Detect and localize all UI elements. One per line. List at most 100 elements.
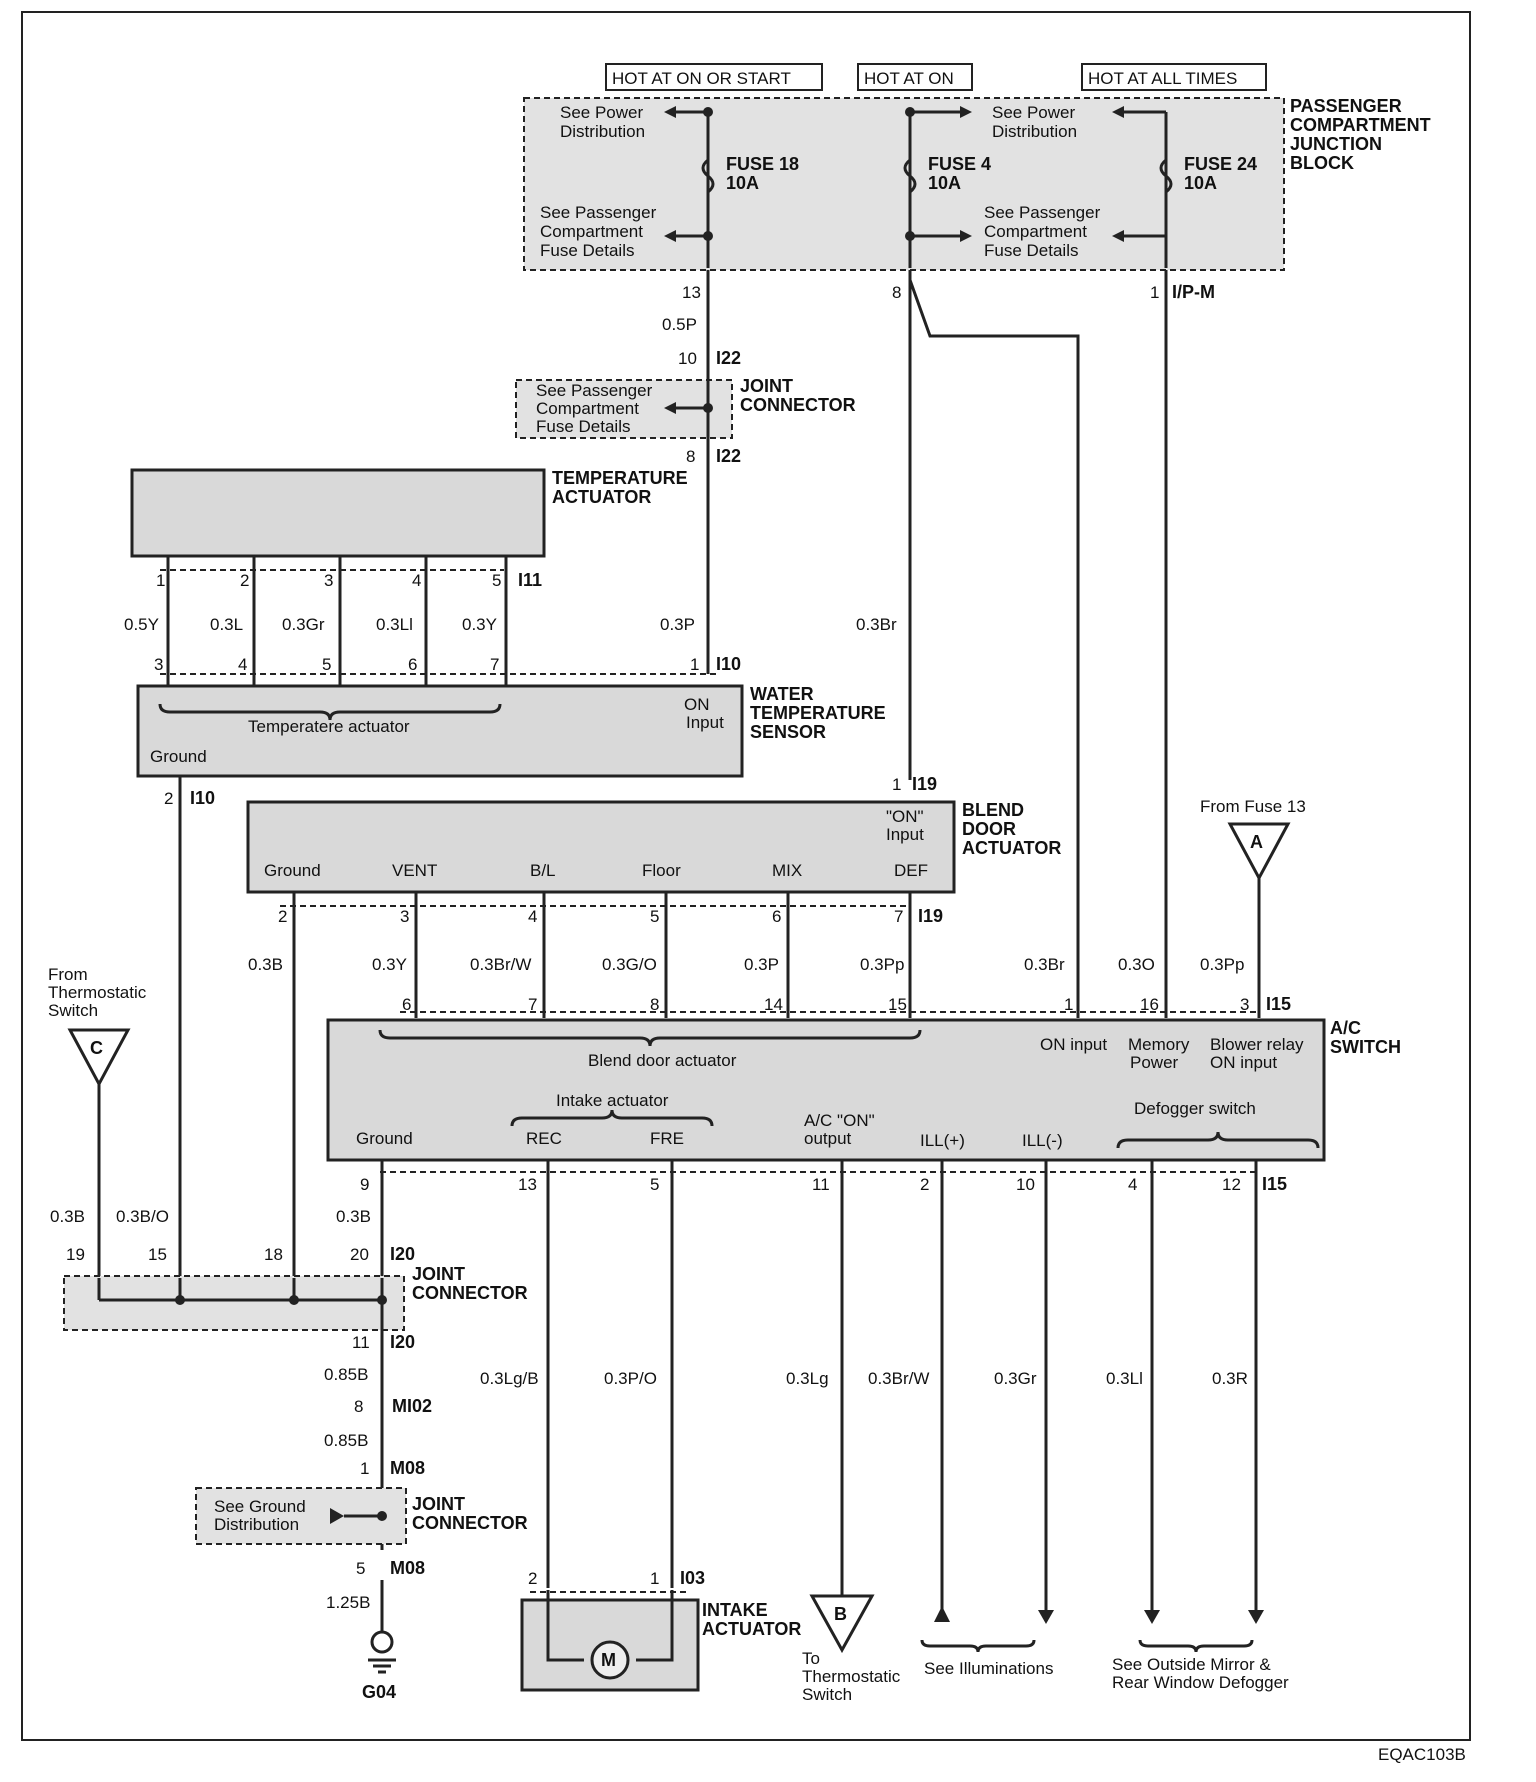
fuse24-amp: 10A [1184, 173, 1217, 193]
ac-pin-5: 5 [650, 1175, 659, 1194]
temp-act-title-a: TEMPERATURE [552, 468, 688, 488]
joint-connector-2 [63, 1275, 405, 1331]
ws-title-a: WATER [750, 684, 814, 704]
ws-temp-label: Temperatere actuator [248, 717, 410, 736]
wire-0.3BrW-label: 0.3Br/W [868, 1369, 929, 1388]
wire-0.3LgB-label: 0.3Lg/B [480, 1369, 539, 1388]
thermo-from-c: Switch [48, 1001, 98, 1020]
jc3-title-a: JOINT [412, 1494, 465, 1514]
diagram-code: EQAC103B [1378, 1745, 1466, 1764]
ac-ill-plus-label: ILL(+) [920, 1131, 965, 1150]
ac-blower-a: Blower relay [1210, 1035, 1304, 1054]
ta-pin-5: 5 [492, 571, 501, 590]
wire-0.3Ll-label: 0.3Ll [376, 615, 413, 634]
pin-1-m08: 1 [360, 1459, 369, 1478]
connector-c-label: C [90, 1038, 103, 1058]
ac-pin-9: 9 [360, 1175, 369, 1194]
see-fuse-1a: See Passenger [540, 203, 657, 222]
ac-pin-4: 4 [1128, 1175, 1137, 1194]
ta-pin-3: 3 [324, 571, 333, 590]
ground-icon [368, 1630, 396, 1674]
see-fuse-1b: Compartment [540, 222, 643, 241]
ws-title-c: SENSOR [750, 722, 826, 742]
fuse18-label: FUSE 18 [726, 154, 799, 174]
ac-pin-1: 1 [1064, 995, 1073, 1014]
jc3-see-b: Distribution [214, 1515, 299, 1534]
jc2-title-a: JOINT [412, 1264, 465, 1284]
to-thermo-a: To [802, 1649, 820, 1668]
jc2-conn-b: I20 [390, 1332, 415, 1352]
ia-title-b: ACTUATOR [702, 1619, 801, 1639]
mirror-brace [1138, 1639, 1254, 1653]
ws-pin-4: 4 [238, 655, 247, 674]
bd-bl: B/L [530, 861, 556, 880]
ac-pin-8: 8 [650, 995, 659, 1014]
ta-conn: I11 [518, 570, 542, 590]
ac-ill-minus-label: ILL(-) [1022, 1131, 1063, 1150]
thermo-from-a: From [48, 965, 88, 984]
see-fuse-2c: Fuse Details [984, 241, 1078, 260]
jc2-pin-15: 15 [148, 1245, 167, 1264]
from-fuse13-label: From Fuse 13 [1200, 797, 1306, 816]
ground-dist-arrow [330, 1508, 344, 1524]
bd-title-c: ACTUATOR [962, 838, 1061, 858]
wire-0.3Pp-mid2: 0.3Pp [1200, 955, 1244, 974]
ta-pin-2: 2 [240, 571, 249, 590]
ac-pin-10: 10 [1016, 1175, 1035, 1194]
ws-pin-6: 6 [408, 655, 417, 674]
conn-m08-b: M08 [390, 1558, 425, 1578]
ac-switch [326, 1018, 1326, 1162]
ac-output-label: output [804, 1129, 852, 1148]
wire-0.3Lg-label: 0.3Lg [786, 1369, 829, 1388]
ta-pin-1: 1 [156, 571, 165, 590]
wire-0.3B-low1: 0.3B [50, 1207, 85, 1226]
conn-ipm: I/P-M [1172, 282, 1215, 302]
ia-pin-1: 1 [650, 1569, 659, 1588]
bd-on-label: "ON" [886, 807, 924, 826]
ia-conn: I03 [680, 1568, 705, 1588]
see-mirror-a: See Outside Mirror & [1112, 1655, 1271, 1674]
jc2-conn-a: I20 [390, 1244, 415, 1264]
ac-pin-11: 11 [812, 1175, 830, 1194]
ground-g04: G04 [362, 1682, 396, 1702]
jc2-pin-20: 20 [350, 1245, 369, 1264]
fuse4-label: FUSE 4 [928, 154, 991, 174]
ac-pin-14: 14 [764, 995, 783, 1014]
wire-0.3Br-mid: 0.3Br [1024, 955, 1065, 974]
motor-icon [590, 1640, 630, 1680]
thermo-from-b: Thermostatic [48, 983, 147, 1002]
pin-8-mi02: 8 [354, 1397, 363, 1416]
blend-door-wires [292, 892, 912, 1278]
wire-0.3O-mid: 0.3O [1118, 955, 1155, 974]
ac-title-b: SWITCH [1330, 1037, 1401, 1057]
hot-on-start-box [605, 63, 823, 91]
conn-m08-a: M08 [390, 1458, 425, 1478]
temperature-actuator [130, 468, 546, 558]
ta-pin-4: 4 [412, 571, 421, 590]
ac-blower-b: ON input [1210, 1053, 1277, 1072]
ia-title-a: INTAKE [702, 1600, 768, 1620]
hot-on-box [857, 63, 973, 91]
pin-1-ipm: 1 [1150, 283, 1159, 302]
bd-mix: MIX [772, 861, 802, 880]
motor-label: M [601, 1650, 616, 1670]
wire-0.3B-mid: 0.3B [248, 955, 283, 974]
ac-pin-16: 16 [1140, 995, 1159, 1014]
wire-0.3Pp-mid: 0.3Pp [860, 955, 904, 974]
illum-arrow-down [1038, 1610, 1054, 1624]
hot-on-start-label: HOT AT ON OR START [612, 69, 791, 88]
ws-pin-5: 5 [322, 655, 331, 674]
ws-title-b: TEMPERATURE [750, 703, 886, 723]
bd-pin-1: 1 [892, 775, 901, 794]
junction-block [523, 97, 1285, 271]
jc1-conn-b: I22 [716, 446, 741, 466]
see-fuse-1c: Fuse Details [540, 241, 634, 260]
pin-13: 13 [682, 283, 701, 302]
bd-pin-6: 6 [772, 907, 781, 926]
ac-on-input: ON input [1040, 1035, 1107, 1054]
ws-ground-label: Ground [150, 747, 207, 766]
bd-title-b: DOOR [962, 819, 1016, 839]
ac-ground-label: Ground [356, 1129, 413, 1148]
to-thermo-b: Thermostatic [802, 1667, 901, 1686]
wire-0.3L-label: 0.3L [210, 615, 243, 634]
